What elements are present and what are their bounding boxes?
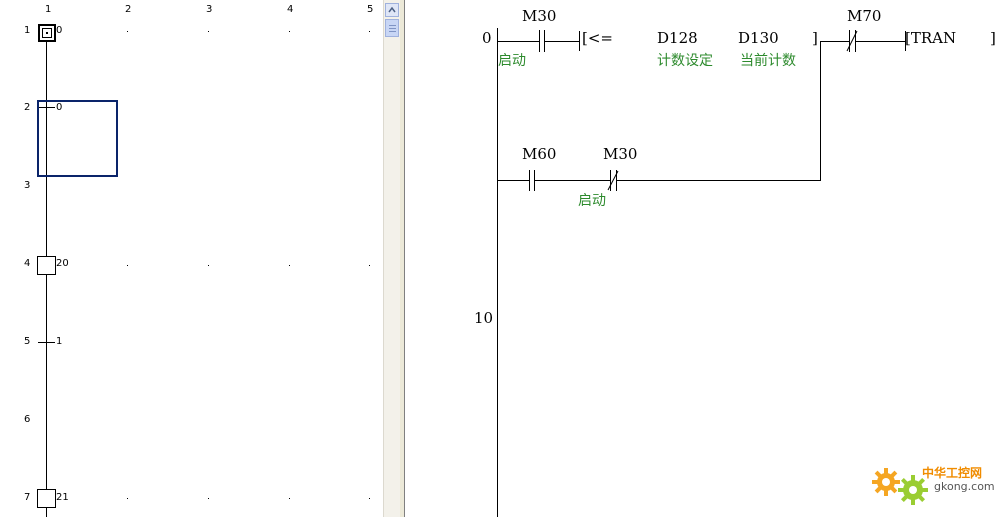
output-instruction[interactable]: [TRAN <box>905 29 957 47</box>
step-number-label: 21 <box>56 492 69 503</box>
compare-bracket-right: ] <box>812 29 818 47</box>
transition-number-label: 0 <box>56 102 63 113</box>
column-header-2: 2 <box>125 4 132 15</box>
transition-number-label: 1 <box>56 336 63 347</box>
output-bracket-right: ] <box>990 29 996 47</box>
scroll-up-button[interactable] <box>385 3 399 17</box>
watermark-url: gkong.com <box>934 480 995 493</box>
watermark-brand: 中华工控网 <box>922 466 983 480</box>
rung-wire <box>497 41 539 42</box>
contact-m60-label[interactable]: M60 <box>522 145 557 163</box>
row-number-3: 3 <box>24 180 31 191</box>
ladder-pane[interactable]: 0 10 M30 启动 [<= D128 D130 ] 计数设定 当前计数 M7… <box>406 0 1005 517</box>
grid-dot <box>289 498 290 499</box>
contact-nc-left-bar <box>610 170 611 191</box>
rung-wire <box>820 41 849 42</box>
step-number-10: 10 <box>474 309 494 327</box>
grid-dot <box>369 498 370 499</box>
step-box[interactable] <box>37 489 56 508</box>
column-header-5: 5 <box>367 4 374 15</box>
grid-dot <box>127 498 128 499</box>
row-number-5: 5 <box>24 336 31 347</box>
grid-dot <box>289 265 290 266</box>
grid-dot <box>208 31 209 32</box>
rung-wire <box>855 41 905 42</box>
row-number-1: 1 <box>24 25 31 36</box>
column-header-3: 3 <box>206 4 213 15</box>
vertical-scrollbar[interactable] <box>383 0 400 517</box>
initial-step-inner <box>42 28 52 38</box>
nc-slash-icon <box>846 30 858 52</box>
compare-bracket-left <box>579 31 580 51</box>
grid-dot <box>127 31 128 32</box>
row-number-4: 4 <box>24 258 31 269</box>
sfc-flow-line <box>46 40 47 517</box>
output-bracket-left <box>905 31 906 51</box>
active-step-dot <box>46 32 48 34</box>
rung-wire <box>497 180 529 181</box>
contact-no-left-bar <box>529 170 530 191</box>
pane-splitter[interactable] <box>400 0 405 517</box>
column-header-4: 4 <box>287 4 294 15</box>
contact-m70-label[interactable]: M70 <box>847 7 882 25</box>
row-number-2: 2 <box>24 102 31 113</box>
contact-no-left-bar <box>539 30 540 52</box>
transition-bar <box>38 342 55 343</box>
contact-m30-label[interactable]: M30 <box>603 145 638 163</box>
contact-m30-comment: 启动 <box>578 193 606 209</box>
power-rail-left <box>497 28 498 517</box>
column-header-1: 1 <box>45 4 52 15</box>
rung-wire <box>544 41 579 42</box>
compare-operand-d130[interactable]: D130 <box>738 29 779 47</box>
grid-dot <box>208 498 209 499</box>
d128-comment: 计数设定 <box>657 53 713 69</box>
step-box[interactable] <box>37 256 56 275</box>
compare-operand-d128[interactable]: D128 <box>657 29 698 47</box>
initial-step-box[interactable] <box>38 24 56 42</box>
step-number-label: 20 <box>56 258 69 269</box>
grid-dot <box>208 265 209 266</box>
step-number-0: 0 <box>482 29 492 47</box>
contact-nc-left-bar <box>849 30 850 52</box>
grid-dot <box>369 31 370 32</box>
sfc-pane[interactable]: 1 2 3 4 5 1 2 3 4 5 6 7 0 0 20 1 21 <box>0 0 383 517</box>
watermark: 中华工控网 gkong.com <box>868 462 998 507</box>
rung-wire <box>534 180 610 181</box>
row-number-6: 6 <box>24 414 31 425</box>
rung-wire <box>616 180 821 181</box>
transition-bar <box>38 107 55 108</box>
grid-dot <box>369 265 370 266</box>
contact-m30-comment: 启动 <box>498 53 526 69</box>
row-number-7: 7 <box>24 492 31 503</box>
grid-dot <box>127 265 128 266</box>
selection-cursor[interactable] <box>37 100 118 177</box>
grid-dot <box>289 31 290 32</box>
branch-wire <box>820 41 821 181</box>
chevron-up-icon <box>388 6 396 13</box>
nc-slash-icon <box>607 170 619 191</box>
gear-icon <box>872 468 928 505</box>
compare-operator[interactable]: [<= <box>582 29 613 47</box>
scroll-thumb[interactable] <box>385 19 399 37</box>
d130-comment: 当前计数 <box>740 53 796 69</box>
step-number-label: 0 <box>56 25 63 36</box>
contact-m30-label[interactable]: M30 <box>522 7 557 25</box>
